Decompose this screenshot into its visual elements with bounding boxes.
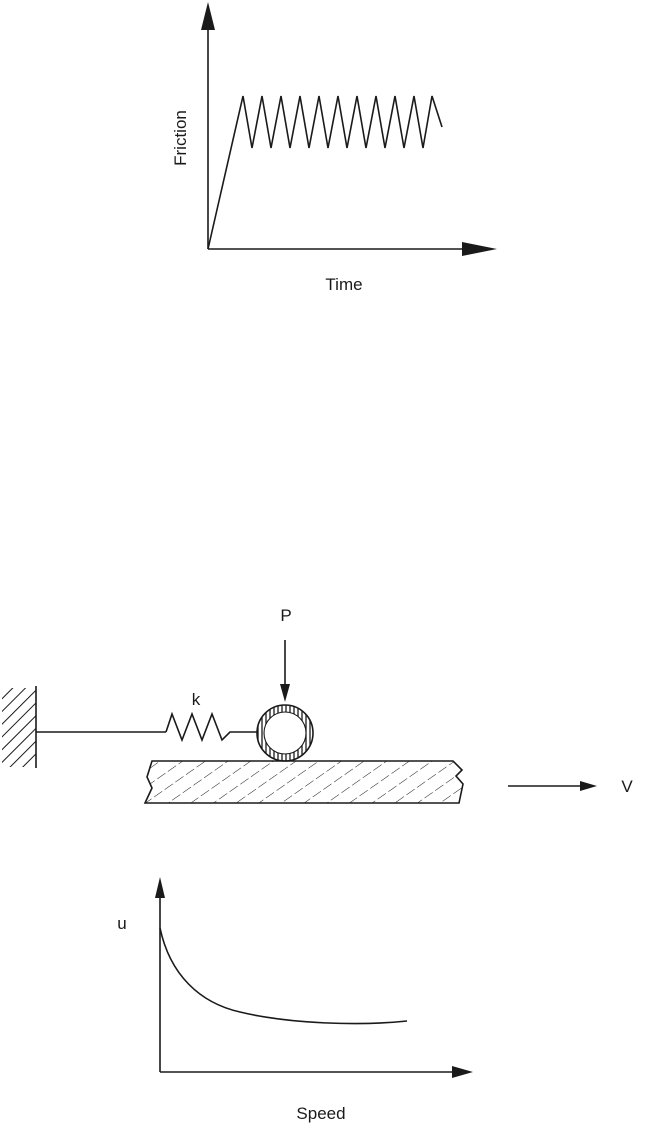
spring-ball-setup: k P V [2,606,633,803]
x-axis-label: Speed [296,1104,345,1123]
friction-speed-curve [160,928,407,1024]
y-axis-label: Friction [171,110,190,166]
y-axis-label: u [117,914,126,933]
spring [166,714,257,740]
velocity-arrowhead [580,781,597,791]
ball-outline [257,705,313,761]
moving-base [145,761,463,803]
spring-label: k [192,690,201,709]
load-arrowhead [280,684,290,702]
velocity-label: V [621,777,633,796]
x-axis-label: Time [325,275,362,294]
y-axis-arrowhead [201,2,215,30]
stick-slip-friction-curve [208,96,442,249]
friction-speed-graph: u Speed [117,877,473,1123]
y-axis-arrowhead [155,877,165,898]
load-label: P [280,606,291,625]
friction-time-graph: Friction Time [171,2,497,294]
x-axis-arrowhead [462,242,497,256]
x-axis-arrowhead [452,1066,473,1078]
fixed-wall [2,688,36,767]
ball-inner [264,712,306,754]
